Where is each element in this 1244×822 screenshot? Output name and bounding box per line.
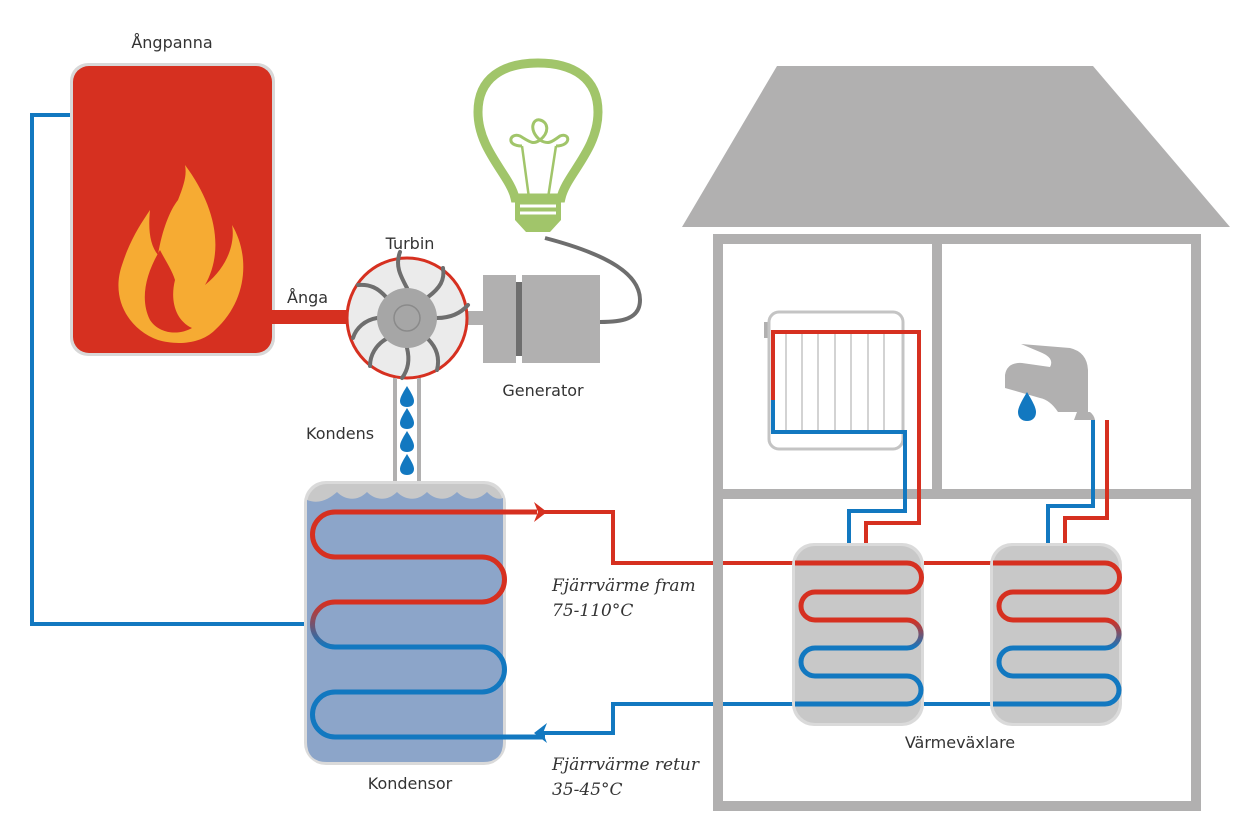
heat-exchanger-2: [990, 543, 1122, 726]
water-drops: [400, 386, 414, 475]
turbine-label: Turbin: [385, 234, 435, 253]
steam-pipe: [272, 310, 352, 324]
radiator-return-pipe: [771, 400, 907, 545]
boiler-label: Ångpanna: [131, 33, 212, 52]
district-heating-return-pipe: [540, 702, 800, 735]
faucet-hot-pipe: [1063, 420, 1109, 545]
return-label: Fjärrvärme retur: [551, 755, 700, 775]
light-bulb-icon: [473, 58, 603, 232]
district-heating-supply-pipe: [540, 510, 800, 565]
turbine-blades: [351, 250, 470, 380]
condenser-label: Kondensor: [368, 774, 453, 793]
house-roof: [682, 66, 1230, 227]
water-drop-icon: [1018, 392, 1036, 421]
water-drop-icon: [400, 431, 414, 452]
water-drop-icon: [400, 408, 414, 429]
faucet-cold-pipe: [1046, 420, 1095, 545]
generator: [483, 275, 600, 363]
flame-icon: [118, 165, 244, 343]
radiator-supply-pipe: [771, 330, 921, 545]
supply-temp: 75-110°C: [552, 601, 633, 621]
supply-arrow-icon: [534, 502, 547, 522]
return-arrow-icon: [534, 723, 547, 743]
boiler: [70, 63, 275, 356]
return-temp: 35-45°C: [552, 780, 623, 800]
steam-label: Ånga: [287, 288, 328, 307]
condenser: [304, 481, 545, 765]
heat-exchangers-label: Värmeväxlare: [905, 733, 1015, 752]
boiler-return-pipe: [30, 113, 306, 626]
generator-label: Generator: [502, 381, 584, 400]
power-cable: [544, 236, 643, 324]
supply-label: Fjärrvärme fram: [551, 576, 696, 596]
house: [682, 66, 1230, 811]
radiator-icon: [764, 310, 905, 451]
faucet-icon: [1005, 344, 1095, 420]
water-drop-icon: [400, 386, 414, 407]
turbine: [345, 250, 488, 380]
heat-exchanger-1: [792, 543, 924, 726]
water-drop-icon: [400, 454, 414, 475]
condensate-label: Kondens: [306, 424, 374, 443]
condensate-pipe: [393, 378, 421, 485]
